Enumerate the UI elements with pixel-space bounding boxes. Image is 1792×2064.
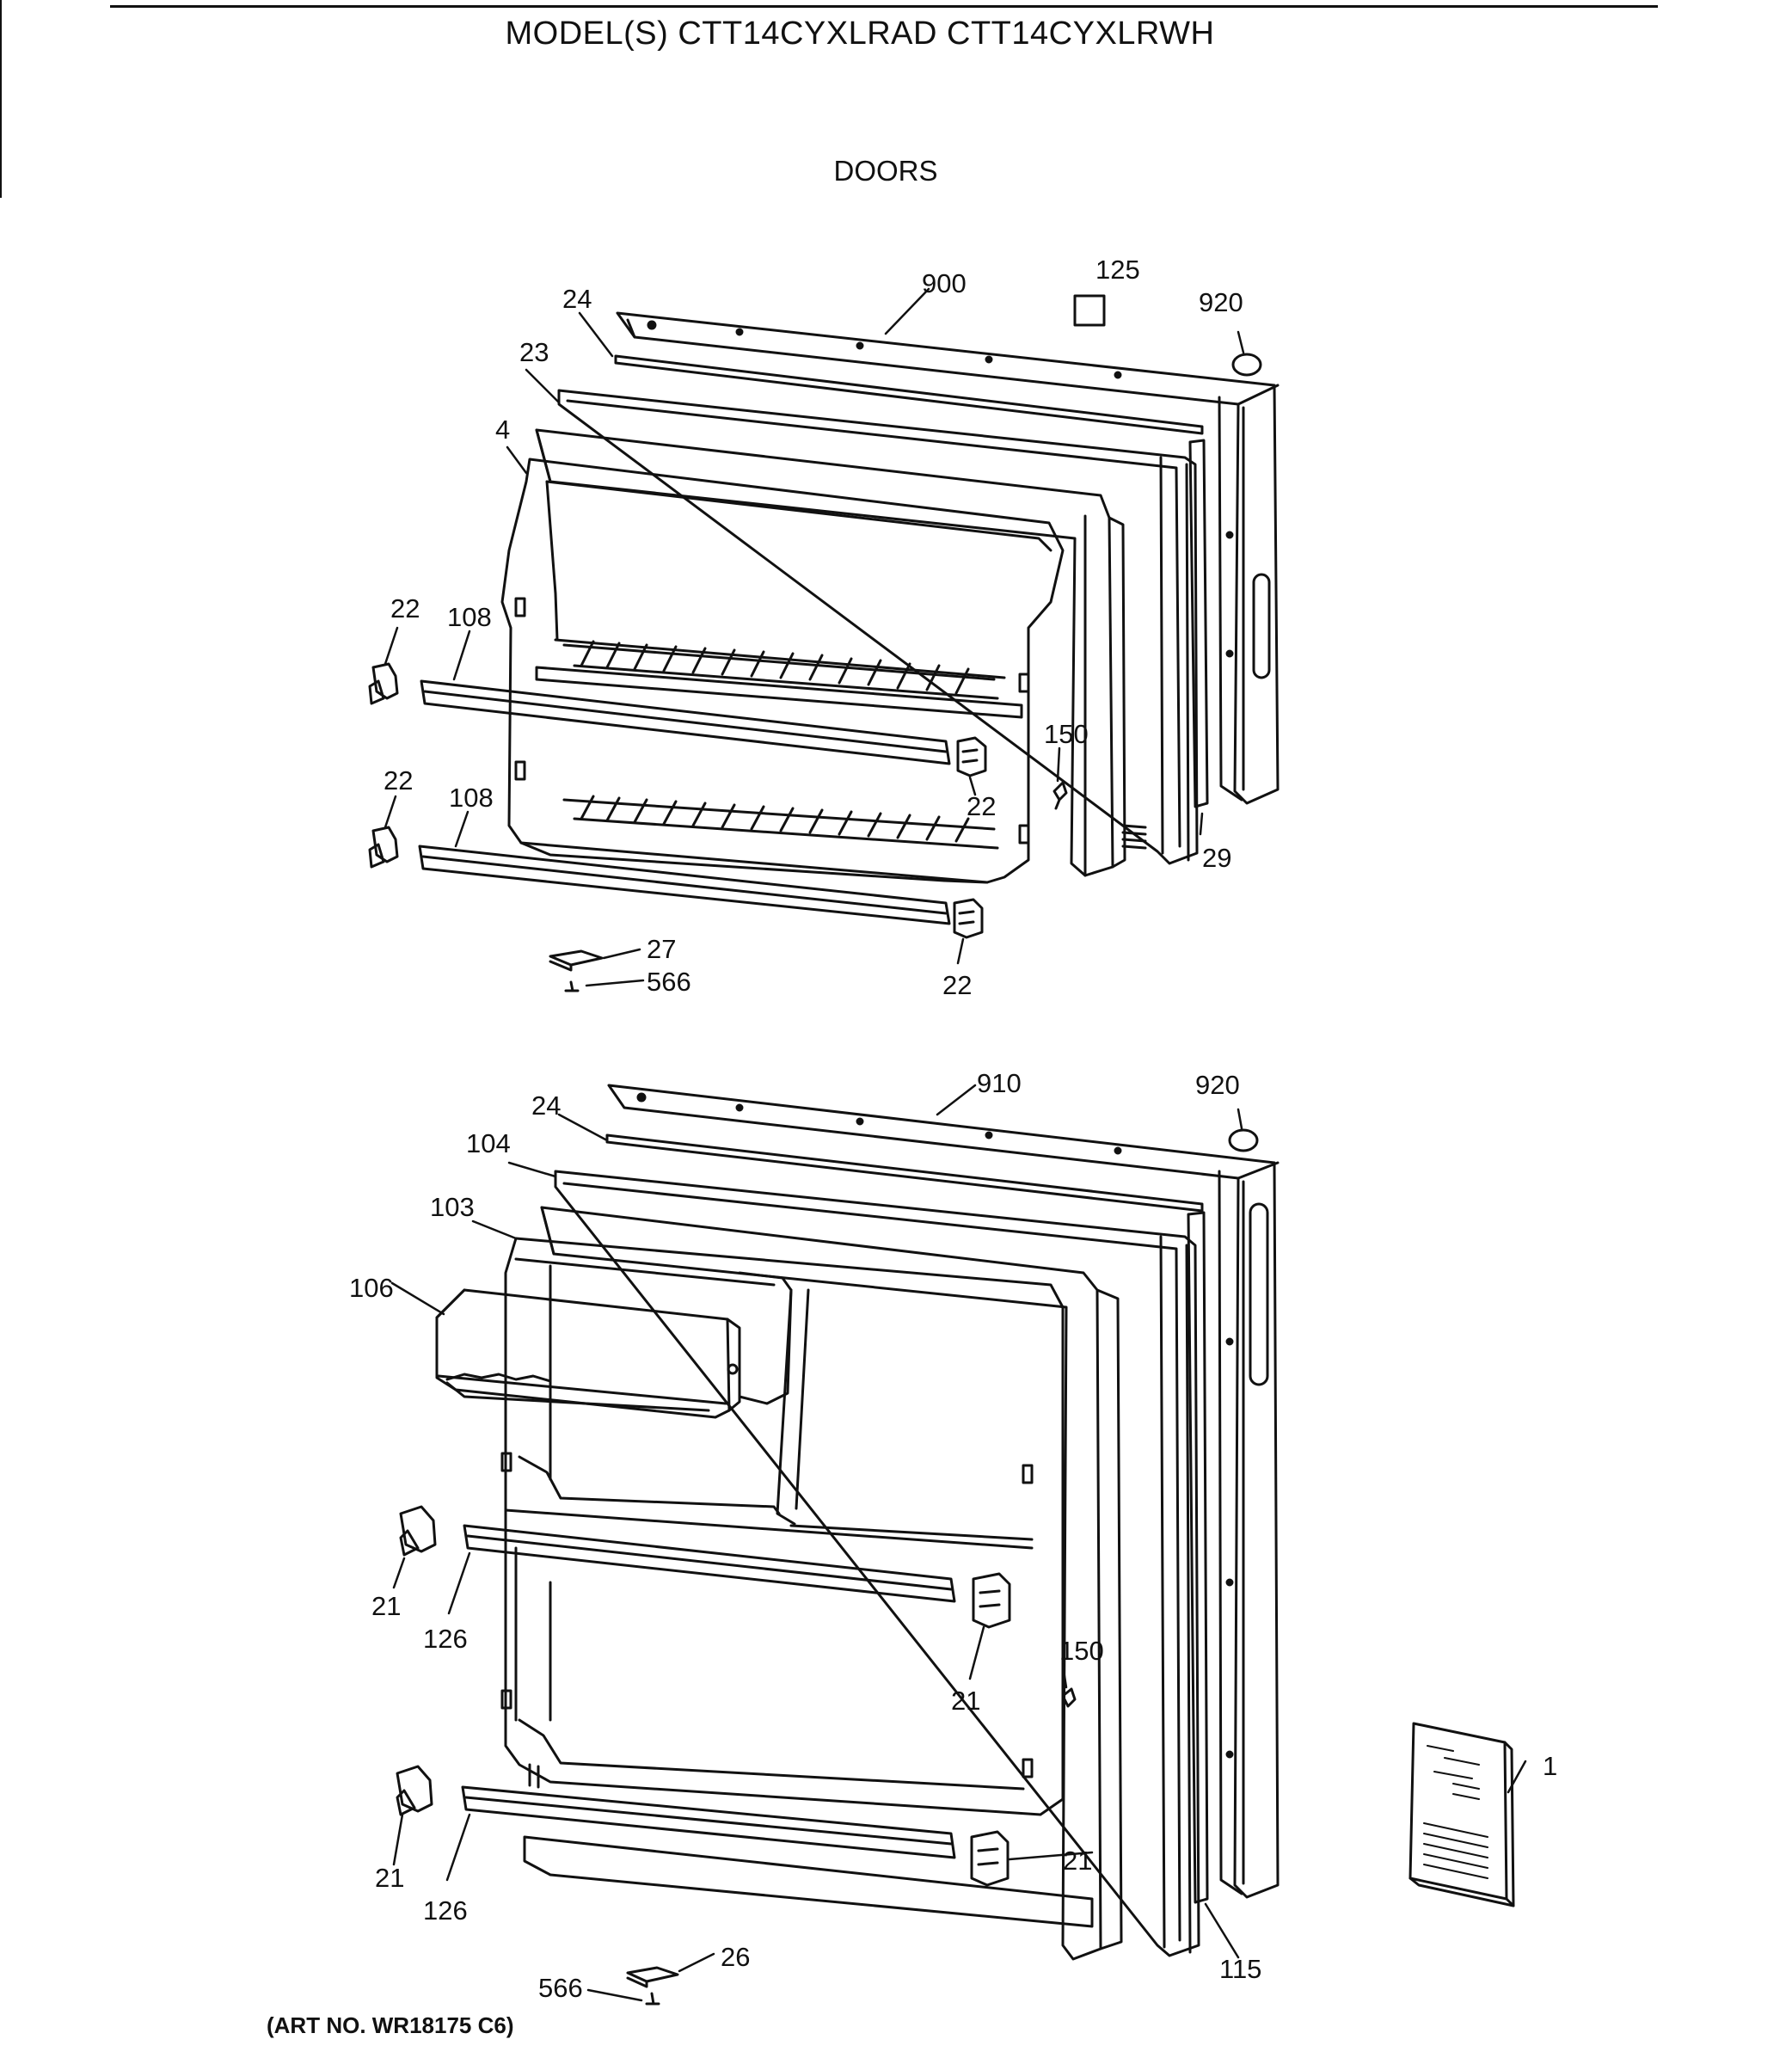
freezer-clip-22-ur xyxy=(956,736,987,777)
callout-150-lower: 150 xyxy=(1059,1636,1104,1666)
art-number: (ART NO. WR18175 C6) xyxy=(267,2012,514,2038)
freezer-gasket-23 xyxy=(557,389,1199,865)
fresh-food-door-assembly xyxy=(396,1084,1280,2006)
callout-22-d: 22 xyxy=(942,970,972,1000)
left-edge-rule xyxy=(0,0,2,198)
screw-150-lower xyxy=(1061,1687,1077,1708)
fresh-food-clip-21-lr xyxy=(970,1830,1010,1887)
callout-29: 29 xyxy=(1202,843,1231,873)
owner-manual-booklet-1 xyxy=(1408,1722,1515,1907)
callout-21-c: 21 xyxy=(1063,1846,1092,1876)
callout-22-c: 22 xyxy=(384,765,413,796)
callout-108-a: 108 xyxy=(447,602,492,632)
fresh-food-clip-21-ul xyxy=(399,1505,437,1557)
page-title: MODEL(S) CTT14CYXLRAD CTT14CYXLRWH xyxy=(505,15,1215,52)
callout-22-a: 22 xyxy=(390,593,420,624)
freezer-outer-door-900 xyxy=(616,311,1280,805)
callout-21-d: 21 xyxy=(375,1863,404,1893)
hinge-26 xyxy=(626,1966,679,1988)
freezer-shelf-bar-108-upper xyxy=(420,679,951,765)
callout-920-lower: 920 xyxy=(1195,1070,1240,1100)
callout-106: 106 xyxy=(349,1273,394,1303)
fresh-food-strip-24 xyxy=(605,1133,1204,1213)
callout-910: 910 xyxy=(977,1068,1022,1098)
freezer-strip-29 xyxy=(1188,439,1209,808)
dairy-door-106 xyxy=(435,1257,793,1419)
callout-104: 104 xyxy=(466,1128,511,1158)
cap-920-upper xyxy=(1231,353,1262,377)
callout-21-a: 21 xyxy=(371,1591,401,1621)
fresh-food-shelf-bar-126-lower xyxy=(461,1785,956,1859)
callout-27: 27 xyxy=(647,934,676,964)
plug-125 xyxy=(1073,294,1106,327)
screw-566-lower xyxy=(645,1992,660,2006)
callout-126-a: 126 xyxy=(423,1624,468,1654)
fresh-food-liner-103 xyxy=(500,1206,1123,1961)
callout-900: 900 xyxy=(922,268,967,298)
freezer-shelf-bar-108-lower xyxy=(418,845,951,925)
section-title: DOORS xyxy=(833,155,938,187)
top-rule xyxy=(110,5,1658,8)
cap-920-lower xyxy=(1228,1128,1259,1152)
fresh-food-gasket-104 xyxy=(554,1170,1200,1957)
callout-126-b: 126 xyxy=(423,1895,468,1926)
freezer-clip-22-ll xyxy=(368,826,399,869)
callout-23: 23 xyxy=(519,337,549,367)
callout-26: 26 xyxy=(721,1942,750,1972)
callout-21-b: 21 xyxy=(951,1686,980,1716)
fresh-food-strip-115 xyxy=(1187,1211,1209,1904)
freezer-clip-22-lr xyxy=(953,898,984,939)
callout-4: 4 xyxy=(495,415,510,445)
freezer-door-assembly xyxy=(368,294,1280,992)
fresh-food-clip-21-ur xyxy=(972,1572,1011,1629)
fresh-food-outer-door-910 xyxy=(607,1084,1280,1899)
callout-150-upper: 150 xyxy=(1044,719,1089,749)
callout-24-lower: 24 xyxy=(531,1090,561,1121)
callout-920-upper: 920 xyxy=(1199,287,1243,317)
fresh-food-shelf-bar-126-upper xyxy=(463,1524,956,1603)
hinge-27 xyxy=(549,949,604,972)
screw-566-upper xyxy=(564,980,580,992)
callout-566-upper: 566 xyxy=(647,967,691,997)
freezer-clip-22-ul xyxy=(368,662,399,705)
freezer-liner-4 xyxy=(500,428,1147,884)
callout-108-b: 108 xyxy=(449,783,494,813)
callout-115: 115 xyxy=(1219,1954,1261,1984)
callout-24-upper: 24 xyxy=(562,284,592,314)
screw-150-upper xyxy=(1052,781,1068,810)
callout-566-lower: 566 xyxy=(538,1973,583,2003)
callout-leaders xyxy=(384,287,1527,2002)
callout-103: 103 xyxy=(430,1192,475,1222)
callout-1: 1 xyxy=(1543,1751,1557,1781)
callout-22-b: 22 xyxy=(967,791,996,821)
fresh-food-clip-21-ll xyxy=(396,1765,433,1816)
callout-125: 125 xyxy=(1095,255,1140,285)
freezer-strip-24 xyxy=(614,354,1204,435)
